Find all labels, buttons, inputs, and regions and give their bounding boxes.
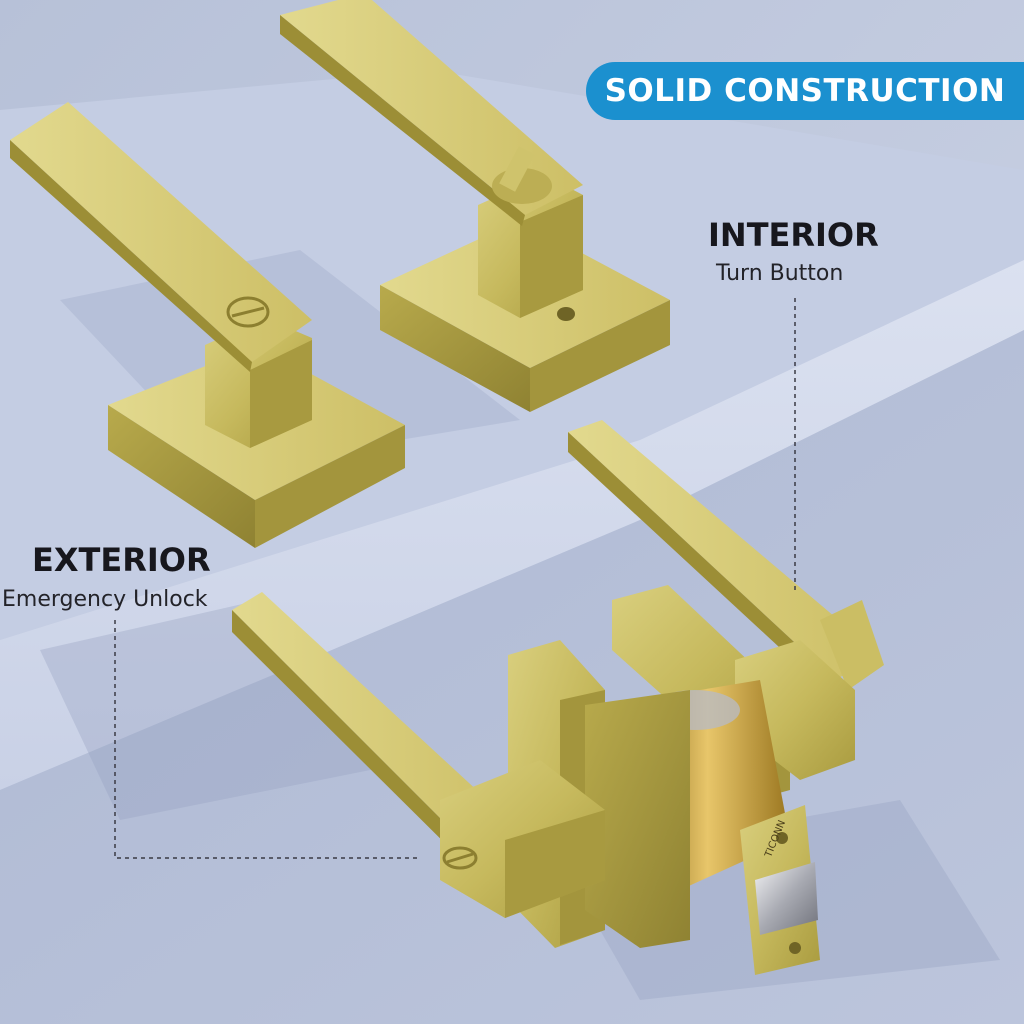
lever-handle-left bbox=[10, 102, 405, 548]
exterior-leader-line bbox=[114, 620, 420, 859]
interior-subtitle: Turn Button bbox=[716, 261, 844, 286]
shadow bbox=[40, 600, 420, 820]
banner-text: SOLID CONSTRUCTION bbox=[604, 73, 1006, 109]
exterior-subtitle: Emergency Unlock bbox=[2, 587, 208, 612]
lever-handle-assembly bbox=[232, 420, 884, 975]
solid-construction-banner: SOLID CONSTRUCTION bbox=[586, 62, 1024, 120]
ledge-face bbox=[0, 260, 1024, 790]
lever-handle-right bbox=[280, 0, 670, 412]
exterior-title: EXTERIOR bbox=[32, 541, 211, 579]
interior-title: INTERIOR bbox=[708, 216, 879, 254]
